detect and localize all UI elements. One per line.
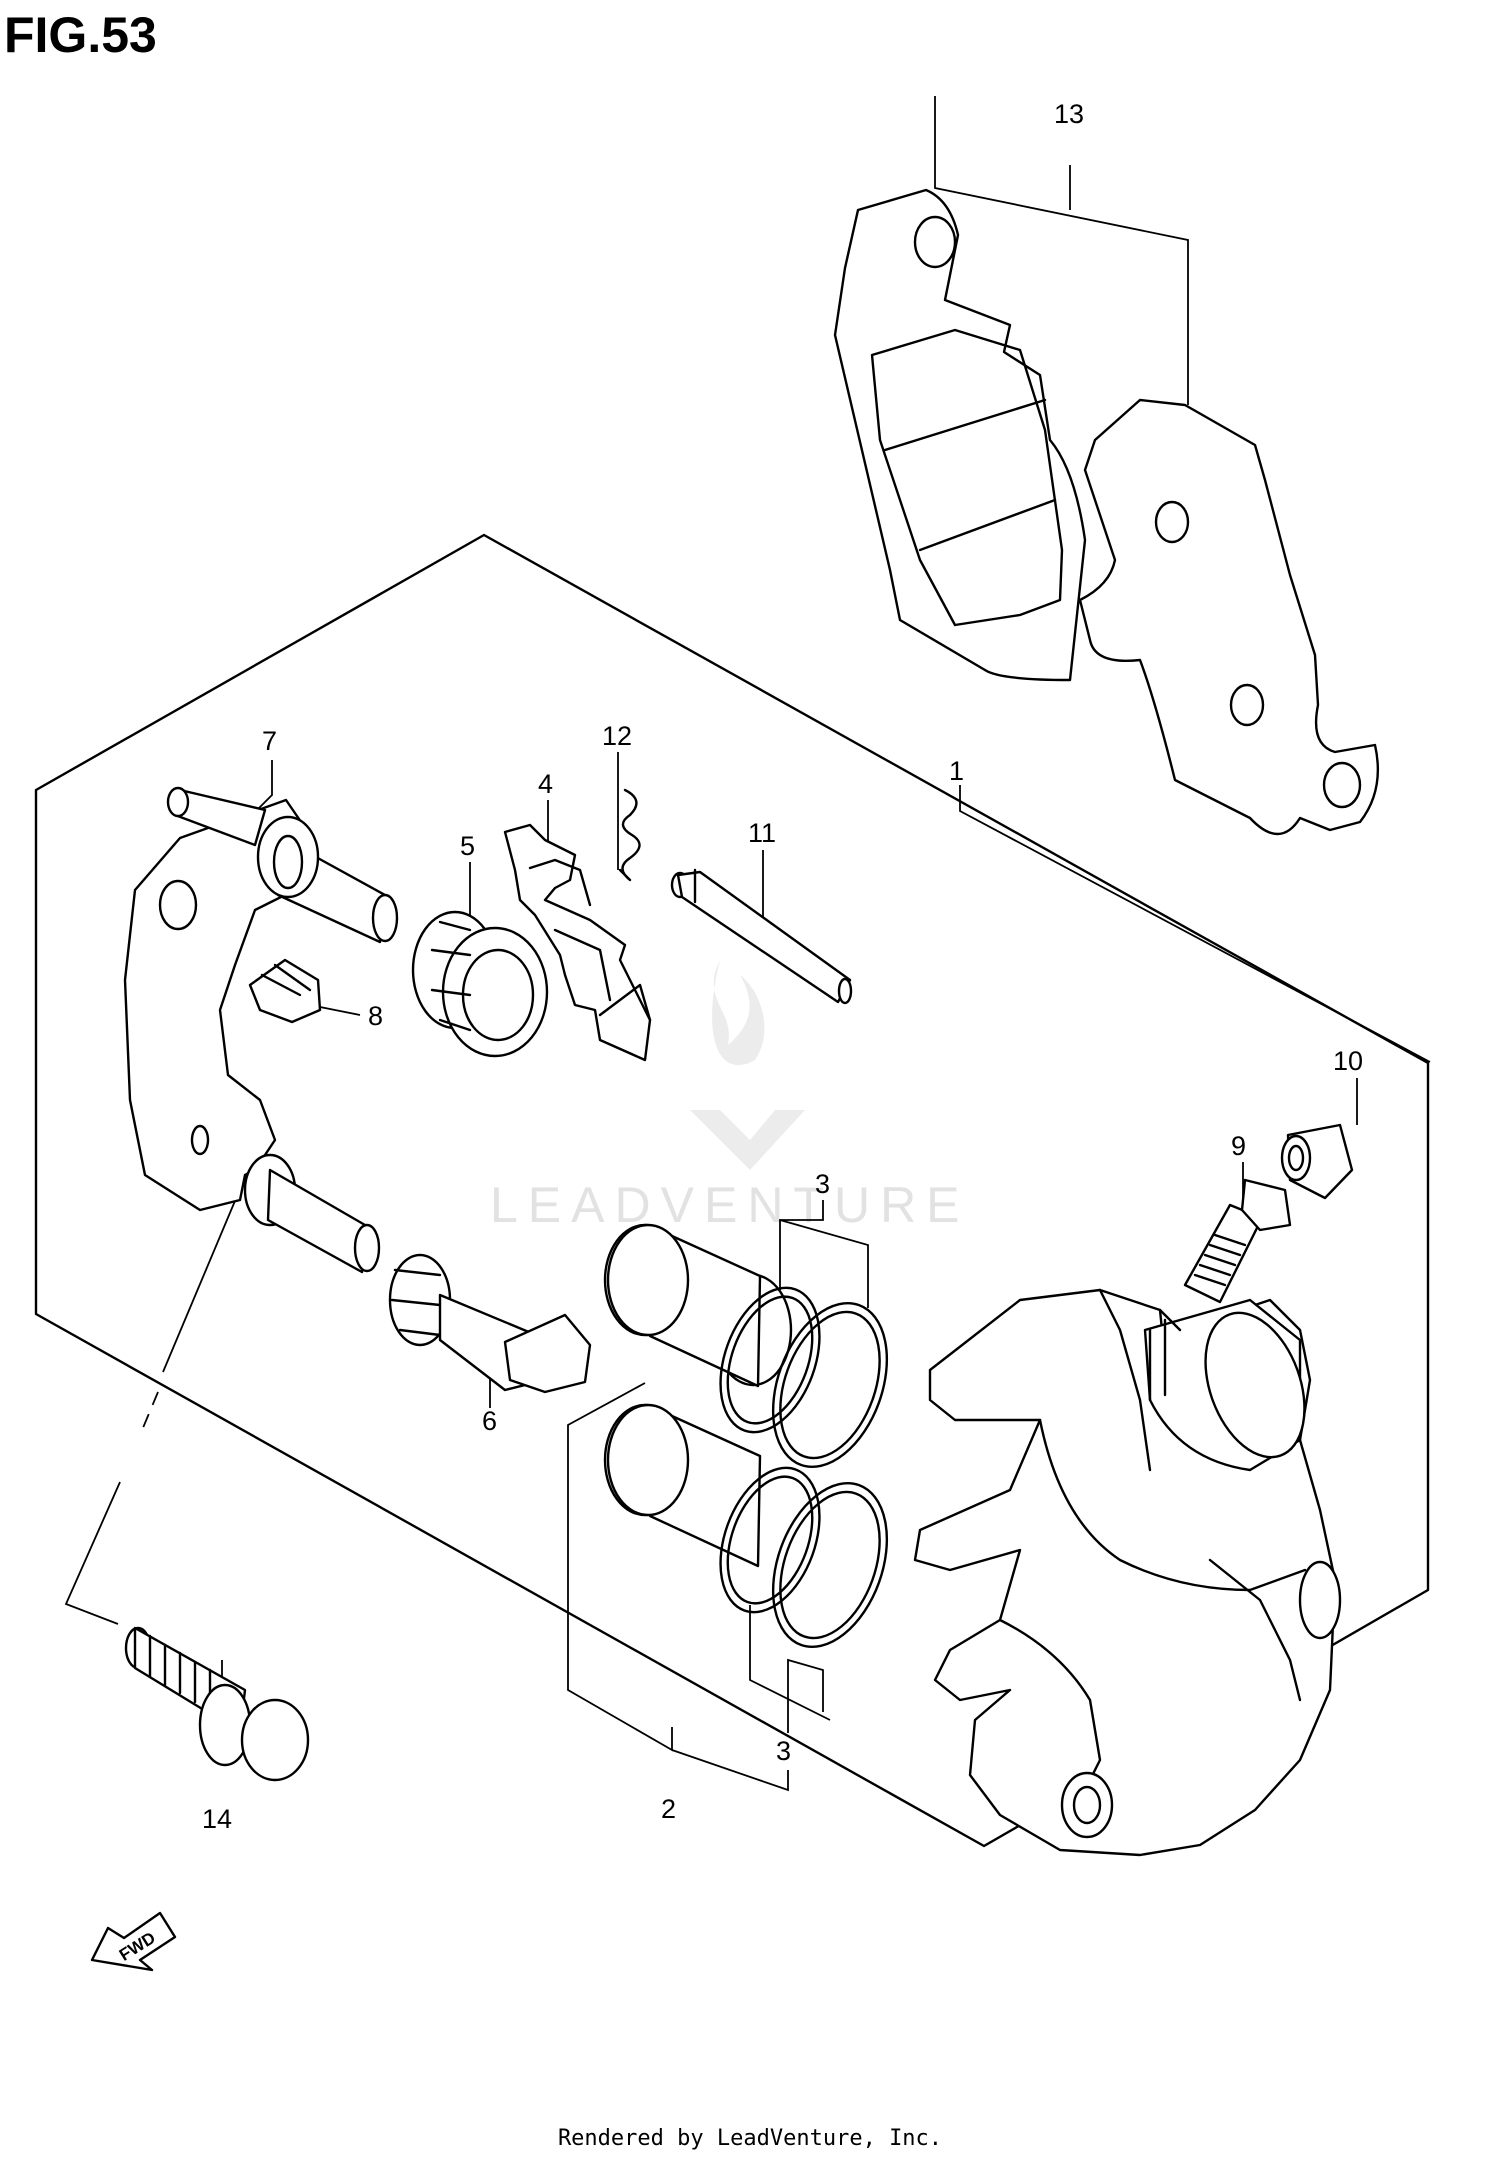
bleeder-part-9	[1183, 1178, 1292, 1304]
brake-pads-part-13	[833, 188, 1380, 836]
bleeder-cap-part-10	[1280, 1123, 1354, 1200]
bolt-part-14	[124, 1626, 310, 1782]
fwd-arrow-icon: FWD	[90, 1911, 177, 1972]
pad-spring-part-4	[503, 823, 652, 1062]
callout-12: 12	[602, 721, 632, 751]
figure-title: FIG.53	[4, 7, 157, 63]
callout-6: 6	[482, 1406, 497, 1436]
callout-14: 14	[202, 1804, 232, 1834]
watermark-text: LEADVENTURE	[490, 1177, 970, 1233]
callout-2: 2	[661, 1794, 676, 1824]
spring-clip-part-8	[248, 958, 322, 1024]
callout-9: 9	[1231, 1131, 1246, 1161]
clip-pin-part-12	[618, 788, 641, 882]
callout-3-upper: 3	[815, 1169, 830, 1199]
callout-10: 10	[1333, 1046, 1363, 1076]
callout-1: 1	[949, 756, 964, 786]
callout-4: 4	[538, 769, 553, 799]
boot-part-5	[411, 910, 549, 1058]
caliper-body	[913, 1288, 1342, 1857]
callout-7: 7	[262, 726, 277, 756]
watermark: LEADVENTURE	[490, 960, 970, 1233]
callout-labels: 1 2 3 3 4 5 6 7 8 9 10 11 12 13 14	[202, 99, 1363, 1834]
slide-pin-part-6	[388, 1253, 592, 1394]
pistons-and-seals-parts-2-3	[603, 1223, 889, 1649]
callout-8: 8	[368, 1001, 383, 1031]
callout-13: 13	[1054, 99, 1084, 129]
caliper-bracket-part-7	[123, 786, 399, 1274]
callout-3-lower: 3	[776, 1736, 791, 1766]
pad-pin-part-11	[670, 868, 853, 1005]
assembly-outline	[34, 533, 1430, 1848]
callout-11: 11	[748, 818, 776, 848]
footer-credit: Rendered by LeadVenture, Inc.	[557, 2126, 943, 2151]
callout-5: 5	[460, 831, 475, 861]
